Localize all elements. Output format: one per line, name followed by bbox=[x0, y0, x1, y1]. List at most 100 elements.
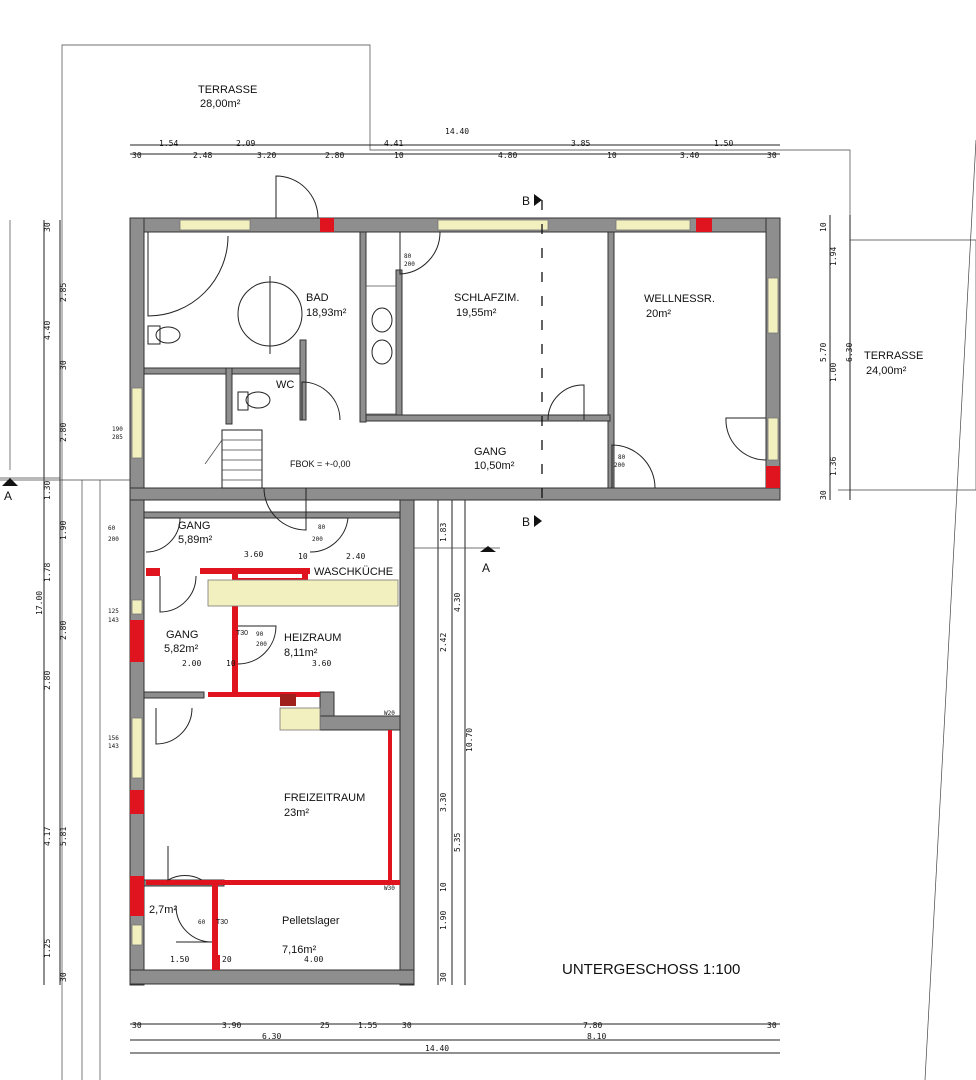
room-gang-2-area: 5,89m² bbox=[178, 534, 213, 546]
fixtures bbox=[147, 276, 397, 731]
dim-bot1-7: 30 bbox=[767, 1021, 777, 1030]
dim-inner-5: 1.50 bbox=[170, 955, 189, 964]
opening-tag-5: 80 bbox=[618, 454, 626, 461]
dim-inner-1: 3.60 bbox=[244, 550, 263, 559]
section-mark-a-right: A bbox=[482, 561, 490, 575]
room-gang-2-name: GANG bbox=[178, 520, 210, 532]
dim-bot1-1: 30 bbox=[132, 1021, 142, 1030]
room-wellness-area: 20m² bbox=[646, 308, 671, 320]
dim-left-1: 30 bbox=[43, 222, 52, 232]
opening-tag-2: 200 bbox=[404, 261, 415, 268]
opening-tags: 80 200 60 200 80 200 190 285 125 143 80 … bbox=[108, 253, 626, 926]
dim-left-5: 30 bbox=[59, 360, 68, 370]
room-gang-main-name: GANG bbox=[474, 446, 506, 458]
site-outlines bbox=[61, 44, 976, 1080]
door-tag-t30-pellets: T30 bbox=[216, 919, 228, 926]
room-bad-name: BAD bbox=[306, 292, 329, 304]
section-mark-b-top: B bbox=[522, 194, 530, 208]
dim-bot1-3: 25 bbox=[320, 1021, 330, 1030]
dim-mid-8: 10 bbox=[439, 882, 448, 892]
dim-left-13: 5.81 bbox=[59, 827, 68, 846]
dim-inner-6: 4.00 bbox=[304, 955, 323, 964]
dim-left-12: 4.17 bbox=[43, 827, 52, 846]
dim-mid-7: 1.90 bbox=[439, 911, 448, 930]
dim-mid-1: 1.83 bbox=[439, 523, 448, 542]
stair-label-1: W20 bbox=[384, 710, 395, 717]
dim-top2-7: 10 bbox=[607, 151, 617, 160]
dim-right-5: 1.00 bbox=[829, 363, 838, 382]
dim-left-3: 2.85 bbox=[59, 283, 68, 302]
dim-bot1-6: 7.80 bbox=[583, 1021, 602, 1030]
terrace-top-name: TERRASSE bbox=[198, 84, 257, 96]
opening-tag-12: 200 bbox=[312, 536, 323, 543]
dim-left-6: 1.30 bbox=[43, 481, 52, 500]
opening-tag-11: 80 bbox=[318, 524, 326, 531]
room-gang-3-area: 5,82m² bbox=[164, 643, 199, 655]
dim-inner-2: 2.40 bbox=[346, 552, 365, 561]
dim-top2-3: 3.20 bbox=[257, 151, 276, 160]
dim-top-6: 1.50 bbox=[714, 139, 733, 148]
dim-bot1-4: 1.55 bbox=[358, 1021, 377, 1030]
opening-tag-17: 200 bbox=[256, 641, 267, 648]
door-tag-t30-heiz: T30 bbox=[236, 630, 248, 637]
dim-bot2-2: 8.10 bbox=[587, 1032, 606, 1041]
room-waschkueche-name: WASCHKÜCHE bbox=[314, 566, 393, 578]
opening-tag-3: 60 bbox=[108, 525, 116, 532]
section-arrows bbox=[2, 194, 542, 552]
dim-inner-4: 3.60 bbox=[312, 659, 331, 668]
dim-left-4: 2.80 bbox=[59, 423, 68, 442]
room-freizeitraum-name: FREIZEITRAUM bbox=[284, 792, 365, 804]
dim-left-7: 17.00 bbox=[35, 591, 44, 615]
dim-bot1-2: 3.90 bbox=[222, 1021, 241, 1030]
opening-tag-1: 80 bbox=[404, 253, 412, 260]
fbok-label: FBOK = +-0,00 bbox=[290, 459, 351, 469]
dim-top2-4: 2.80 bbox=[325, 151, 344, 160]
room-pelletslager-name: Pelletslager bbox=[282, 915, 340, 927]
dim-left-10: 2.80 bbox=[59, 621, 68, 640]
dim-top2-6: 4.80 bbox=[498, 151, 517, 160]
opening-tag-9: 125 bbox=[108, 608, 119, 615]
dim-right-3: 5.70 bbox=[819, 343, 828, 362]
dim-left-9: 1.78 bbox=[43, 563, 52, 582]
dim-top-4: 14.40 bbox=[445, 127, 469, 136]
dim-left-8: 1.90 bbox=[59, 521, 68, 540]
dimension-texts: 1.54 2.09 4.41 14.40 3.85 1.50 30 2.48 3… bbox=[35, 127, 854, 1053]
opening-tag-7: 190 bbox=[112, 426, 123, 433]
room-pelletslager-area: 7,16m² bbox=[282, 944, 317, 956]
dim-right-1: 10 bbox=[819, 222, 828, 232]
dim-mid-6: 5.35 bbox=[453, 833, 462, 852]
dim-right-2: 1.94 bbox=[829, 247, 838, 266]
dim-mid-9: 30 bbox=[439, 972, 448, 982]
dim-top2-2: 2.48 bbox=[193, 151, 212, 160]
dim-inner-3: 2.00 bbox=[182, 659, 201, 668]
dim-top2-5: 10 bbox=[394, 151, 404, 160]
dim-top2-1: 30 bbox=[132, 151, 142, 160]
section-mark-a-left: A bbox=[4, 489, 12, 503]
section-mark-b-bottom: B bbox=[522, 515, 530, 529]
labels: TERRASSE 28,00m² TERRASSE 24,00m² BAD 18… bbox=[4, 84, 923, 978]
plan-title: UNTERGESCHOSS 1:100 bbox=[562, 961, 740, 978]
door-swings bbox=[145, 175, 767, 943]
dim-inner-7: 10 bbox=[298, 552, 308, 561]
dim-top-2: 2.09 bbox=[236, 139, 255, 148]
room-schlafzim-name: SCHLAFZIM. bbox=[454, 292, 519, 304]
dim-top-3: 4.41 bbox=[384, 139, 403, 148]
dim-top2-8: 3.40 bbox=[680, 151, 699, 160]
terrace-right-name: TERRASSE bbox=[864, 350, 923, 362]
dim-top-5: 3.85 bbox=[571, 139, 590, 148]
dim-right-7: 30 bbox=[819, 490, 828, 500]
dim-left-11: 2.80 bbox=[43, 671, 52, 690]
room-small-area: 2,7m² bbox=[149, 904, 177, 916]
opening-tag-4: 200 bbox=[108, 536, 119, 543]
dim-left-14: 1.25 bbox=[43, 939, 52, 958]
room-heizraum-name: HEIZRAUM bbox=[284, 632, 341, 644]
dimension-lines bbox=[0, 144, 851, 1054]
room-gang-main-area: 10,50m² bbox=[474, 460, 515, 472]
room-gang-3-name: GANG bbox=[166, 629, 198, 641]
dim-mid-5: 3.30 bbox=[439, 793, 448, 812]
room-wellness-name: WELLNESSR. bbox=[644, 293, 715, 305]
room-heizraum-area: 8,11m² bbox=[284, 647, 318, 659]
dim-mid-2: 4.30 bbox=[453, 593, 462, 612]
